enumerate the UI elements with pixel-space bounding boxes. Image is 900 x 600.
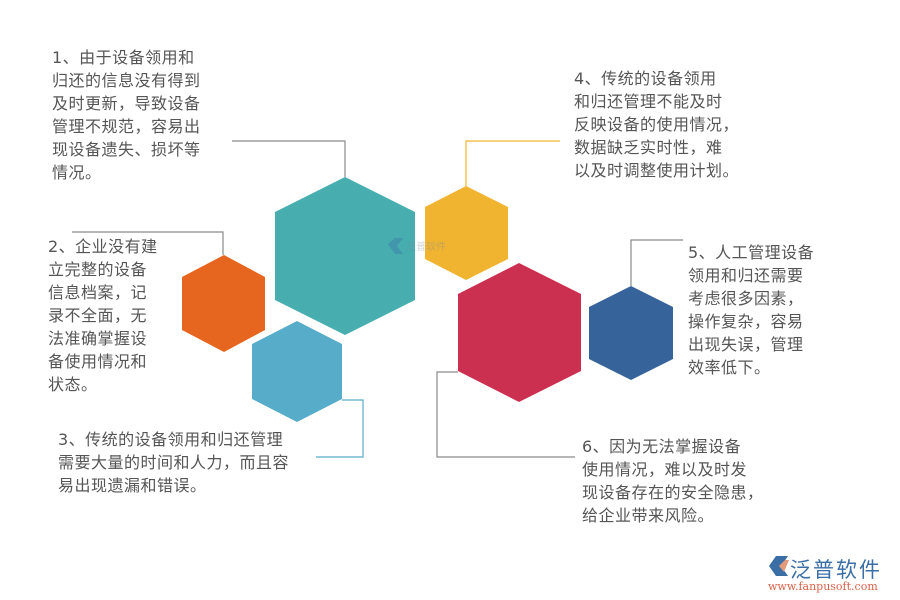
connector-note-1 [232, 140, 346, 177]
connector-note-3 [316, 399, 364, 458]
hexagon-orange [182, 255, 265, 352]
brand-logo-icon [769, 556, 789, 576]
connector-note-6 [436, 371, 575, 458]
note-2-text: 2、企业没有建 立完整的设备 信息档案，记 录不全面，无 法准确掌握设 备使用情… [48, 237, 158, 394]
note-5-text: 5、人工管理设备 领用和归还需要 考虑很多因素， 操作复杂，容易 出现失误，管理… [688, 243, 815, 377]
connector-note-2 [72, 231, 224, 255]
brand-logo: 泛普软件 www.fanpusoft.com [766, 554, 896, 594]
hexagon-yellow [425, 186, 508, 280]
watermark-label: 泛普软件 [406, 242, 446, 253]
connector-note-4 [465, 140, 560, 186]
note-3-text: 3、传统的设备领用和归还管理 需要大量的时间和人力，而且容 易出现遗漏和错误。 [58, 430, 290, 495]
note-6-text: 6、因为无法掌握设备 使用情况，难以及时发 现设备存在的安全隐患， 给企业带来风… [582, 437, 764, 525]
connector-note-5 [630, 239, 683, 286]
hexagon-light-blue [252, 321, 342, 422]
watermark-logo-icon [388, 238, 403, 254]
note-4-text: 4、传统的设备领用 和归还管理不能及时 反映设备的使用情况， 数据缺乏实时性，难… [574, 69, 740, 180]
brand-url: www.fanpusoft.com [768, 580, 878, 593]
hexagon-teal [275, 177, 415, 335]
note-1-text: 1、由于设备领用和 归还的信息没有得到 及时更新，导致设备 管理不规范，容易出 … [52, 48, 201, 182]
watermark-text: 泛普软件 [386, 238, 446, 253]
hexagon-crimson [458, 263, 581, 402]
brand-name: 泛普软件 [790, 558, 882, 582]
hexagon-navy [589, 286, 673, 380]
